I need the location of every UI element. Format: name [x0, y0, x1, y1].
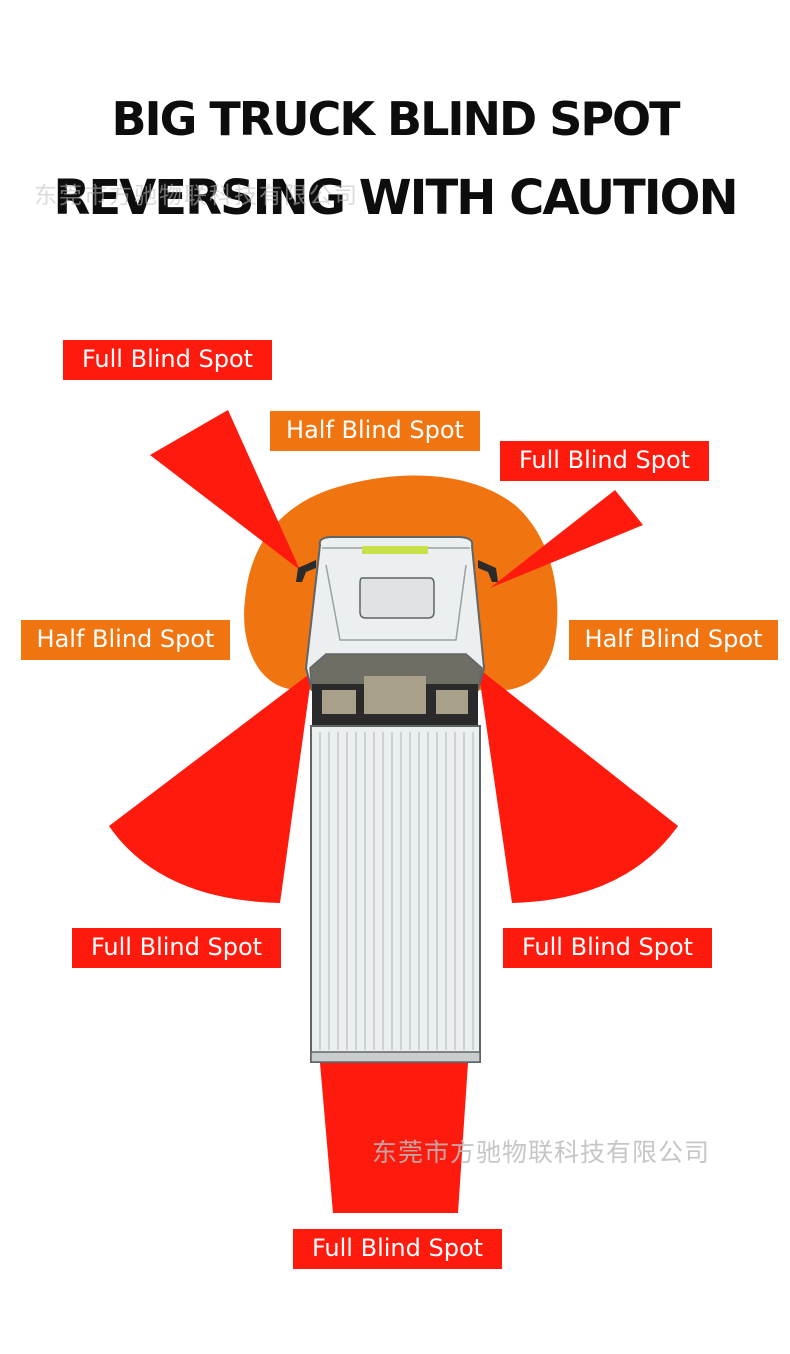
full-blind-spot-front-right	[490, 490, 643, 588]
label-full-blind-spot-rear-left: Full Blind Spot	[72, 928, 281, 968]
title-line-1: BIG TRUCK BLIND SPOT	[111, 92, 680, 146]
watermark-bottom: 东莞市方驰物联科技有限公司	[372, 1138, 711, 1167]
cab-sunroof	[359, 577, 435, 619]
full-blind-spot-rear-left	[109, 672, 312, 903]
left-mirror	[296, 560, 316, 582]
title-line-2: REVERSING WITH CAUTION	[53, 170, 738, 226]
watermark-top: 东莞市方驰物联科技有限公司	[34, 183, 359, 209]
full-blind-spot-front-left	[150, 410, 300, 570]
full-blind-spot-rear-right	[478, 668, 678, 903]
label-full-blind-spot-front-right: Full Blind Spot	[500, 441, 709, 481]
cargo-ribs	[319, 732, 474, 1050]
label-half-blind-spot-front: Half Blind Spot	[270, 411, 480, 451]
truck-illustration	[296, 536, 498, 1063]
right-mirror	[478, 560, 498, 582]
label-half-blind-spot-right: Half Blind Spot	[569, 620, 778, 660]
label-full-blind-spot-front-left: Full Blind Spot	[63, 340, 272, 380]
cab-roof-light-bar	[362, 546, 428, 554]
full-blind-spot-rear	[320, 1063, 468, 1213]
label-half-blind-spot-left: Half Blind Spot	[21, 620, 230, 660]
label-full-blind-spot-rear-right: Full Blind Spot	[503, 928, 712, 968]
cargo-box	[310, 725, 481, 1063]
label-full-blind-spot-rear: Full Blind Spot	[293, 1229, 502, 1269]
